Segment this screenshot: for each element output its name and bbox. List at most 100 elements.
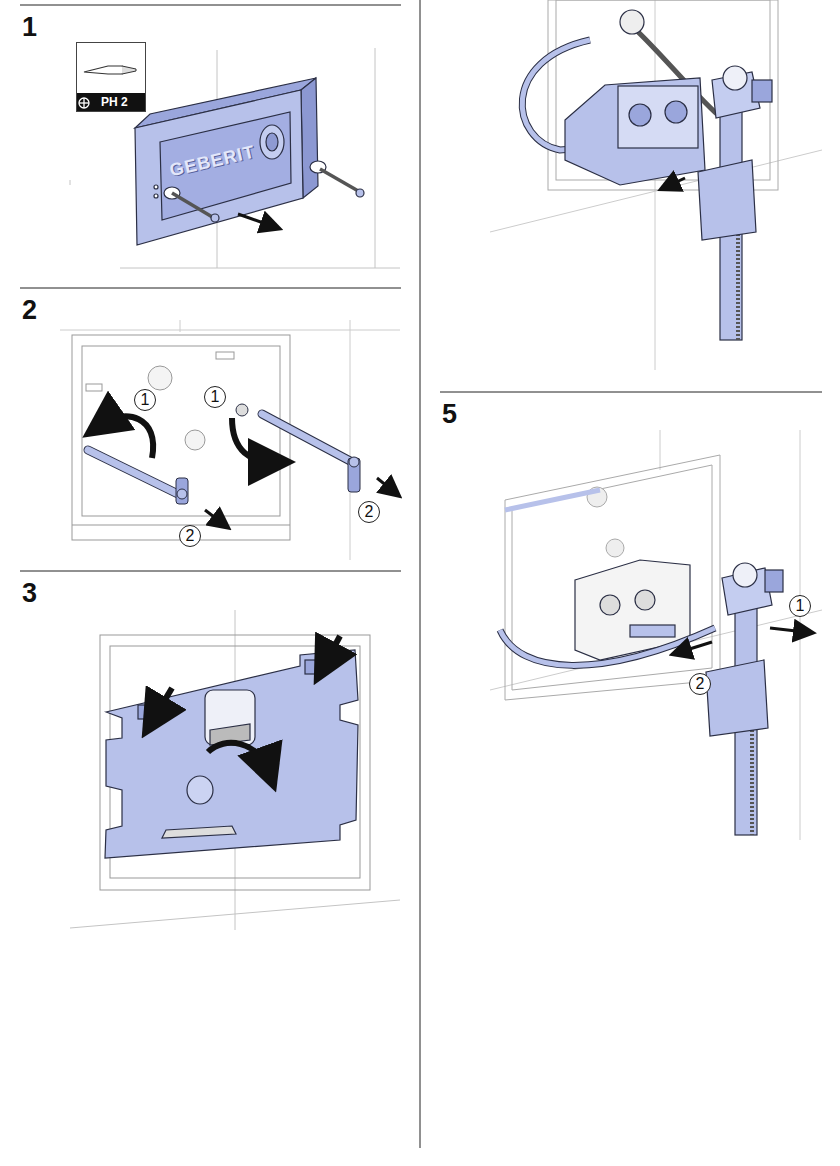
turn-arrows <box>102 416 393 523</box>
screwdriver-icon <box>84 66 126 74</box>
cistern-frame <box>490 430 822 840</box>
callout-circle: 1 <box>789 595 811 617</box>
bracket-holder <box>630 625 675 637</box>
callout-number: 2 <box>365 504 374 520</box>
step-number: 1 <box>22 14 37 41</box>
callout-circle: 2 <box>358 501 380 523</box>
step-number: 2 <box>22 297 37 324</box>
screwdriver-icon <box>83 98 84 108</box>
pull-arrow <box>238 214 272 226</box>
step-number: 5 <box>442 401 457 428</box>
fill-valve <box>706 660 768 736</box>
cover-plate <box>135 78 318 245</box>
cistern-frame <box>655 0 656 370</box>
wall-tiles <box>70 900 400 928</box>
push-arrows <box>154 688 172 718</box>
hose <box>505 490 600 510</box>
wall-tiles <box>70 610 400 930</box>
actuator-plate <box>187 776 213 804</box>
threaded-rods <box>88 450 178 494</box>
push-arrows <box>325 636 340 664</box>
screws <box>172 193 214 218</box>
turn-arrows <box>232 418 272 462</box>
callout-circle: 1 <box>134 389 156 411</box>
pull-arrows <box>680 628 805 652</box>
cistern-frame <box>660 430 661 470</box>
pull-arrow <box>668 178 685 186</box>
cistern-frame <box>606 539 624 557</box>
turn-arrows <box>102 416 153 458</box>
callout-number: 1 <box>141 392 150 408</box>
step-number: 3 <box>22 580 37 607</box>
wall-tiles <box>70 180 71 185</box>
bracket-holder <box>565 10 705 185</box>
callout-number: 1 <box>211 389 220 405</box>
bracket-holder <box>600 595 620 615</box>
cover-plate <box>154 185 158 189</box>
actuator-plate <box>105 650 358 858</box>
screwdriver-icon <box>79 102 89 103</box>
threaded-rods <box>348 458 360 492</box>
turn-arrows <box>205 510 222 523</box>
screws <box>320 169 360 192</box>
fill-valve <box>750 730 754 835</box>
wall-tiles <box>120 268 400 269</box>
actuator-plate <box>162 826 236 838</box>
actuator-plate <box>205 690 255 745</box>
cover-plate <box>260 125 284 159</box>
pull-arrow <box>668 178 685 186</box>
tool-icon-box: PH 2 <box>76 42 146 112</box>
threaded-rods <box>262 414 352 462</box>
threaded-rods <box>88 450 178 494</box>
cistern-frame <box>350 320 351 560</box>
cistern-frame <box>60 330 400 331</box>
fill-valve <box>752 80 772 102</box>
cistern-frame <box>185 430 205 450</box>
cistern-frame <box>800 430 801 840</box>
wall-tiles <box>375 48 376 268</box>
cistern-frame <box>216 352 234 359</box>
tool-size: PH 2 <box>77 93 145 111</box>
bracket-holder <box>629 104 651 126</box>
push-arrows <box>208 743 268 770</box>
cistern-frame <box>60 320 400 560</box>
threaded-rods <box>349 457 359 467</box>
rule-lines <box>420 0 421 1148</box>
fill-valve <box>765 570 783 592</box>
hose <box>500 490 715 665</box>
cistern-frame <box>148 366 172 390</box>
cover-plate <box>154 194 158 198</box>
wall-tiles <box>70 48 400 268</box>
rule-lines <box>20 0 822 1148</box>
threaded-rods <box>88 404 360 504</box>
actuator-plate <box>105 650 358 858</box>
threaded-rods <box>177 489 187 499</box>
threaded-rods <box>236 404 248 416</box>
cistern-frame <box>82 346 280 516</box>
callout-circle: 2 <box>179 525 201 547</box>
callout-circle: 2 <box>689 673 711 695</box>
threaded-rods <box>262 414 352 462</box>
fill-valve <box>736 230 740 340</box>
screws <box>356 189 364 197</box>
pull-arrows <box>680 642 712 652</box>
cistern-frame <box>72 525 290 526</box>
bracket-holder <box>665 101 687 123</box>
screwdriver-icon <box>79 98 89 108</box>
pull-arrows <box>770 628 805 632</box>
cover-plate <box>266 133 278 151</box>
bracket-holder <box>620 10 644 34</box>
turn-arrows <box>377 478 393 491</box>
fill-valve <box>706 563 783 835</box>
push-arrows <box>154 636 340 770</box>
cistern-frame <box>86 384 102 391</box>
pull-arrow <box>238 214 272 226</box>
rule-lines <box>20 5 401 6</box>
cistern-frame <box>512 465 712 690</box>
callout-circle: 1 <box>204 386 226 408</box>
screwdriver-icon <box>122 66 136 74</box>
bracket-holder <box>565 78 705 185</box>
cistern-frame <box>72 335 290 540</box>
